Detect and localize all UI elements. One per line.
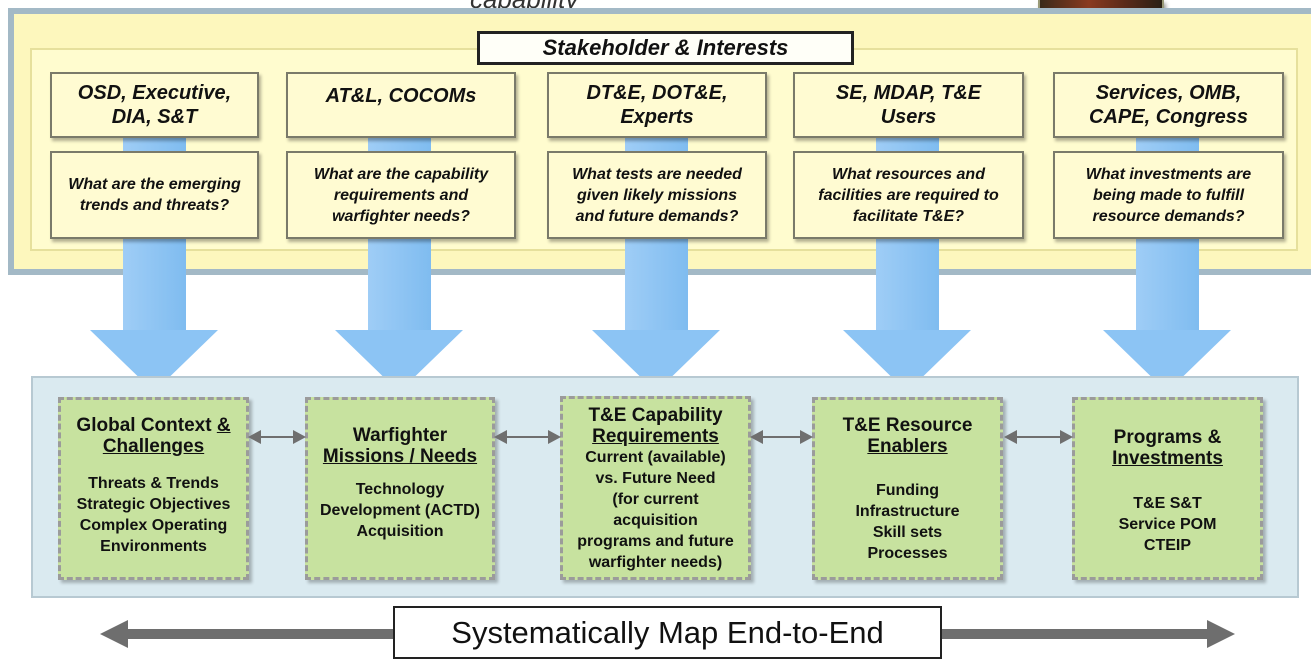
question-box-resources: What resources and facilities are requir… [793,151,1024,239]
stage-body: Funding Infrastructure Skill sets Proces… [855,482,960,562]
right-arrowhead [1207,620,1235,648]
stage-title: Programs & Investments [1112,427,1223,469]
stakeholder-title: Stakeholder & Interests [477,31,854,65]
stage-box-warfighter: Warfighter Missions / Needs Technology D… [305,397,495,580]
cut-off-heading: capability [470,0,670,8]
stakeholder-box-services: Services, OMB, CAPE, Congress [1053,72,1284,138]
question-box-tests: What tests are needed given likely missi… [547,151,767,239]
stage-box-te-capability: T&E Capability Requirements Current (ava… [560,396,751,580]
question-box-capability: What are the capability requirements and… [286,151,516,239]
stakeholder-box-se: SE, MDAP, T&E Users [793,72,1024,138]
stage-body: Threats & Trends Strategic Objectives Co… [76,475,231,555]
stage-box-programs: Programs & Investments T&E S&T Service P… [1072,397,1263,580]
stakeholder-box-atl: AT&L, COCOMs [286,72,516,138]
stage-box-te-resource: T&E Resource Enablers Funding Infrastruc… [812,397,1003,580]
stage-body: Technology Development (ACTD) Acquisitio… [319,481,480,540]
stage-title: T&E Capability Requirements [588,405,723,447]
question-box-investments: What investments are being made to fulfi… [1053,151,1284,239]
stage-title: Warfighter Missions / Needs [322,425,478,467]
question-box-trends: What are the emerging trends and threats… [50,151,259,239]
stakeholder-box-osd: OSD, Executive, DIA, S&T [50,72,259,138]
stakeholder-box-dte: DT&E, DOT&E, Experts [547,72,767,138]
left-arrowhead [100,620,128,648]
stage-body: T&E S&T Service POM CTEIP [1118,495,1217,554]
stage-box-global-context: Global Context & Challenges Threats & Tr… [58,397,249,580]
connector-arrow-4-5 [1004,430,1073,444]
connector-arrow-3-4 [750,430,813,444]
end-to-end-label: Systematically Map End-to-End [393,606,942,659]
stage-title: T&E Resource Enablers [842,415,973,457]
stage-title: Global Context & Challenges [76,415,231,457]
stage-body: Current (available) vs. Future Need (for… [577,449,734,571]
connector-arrow-2-3 [494,430,561,444]
connector-arrow-1-2 [248,430,306,444]
